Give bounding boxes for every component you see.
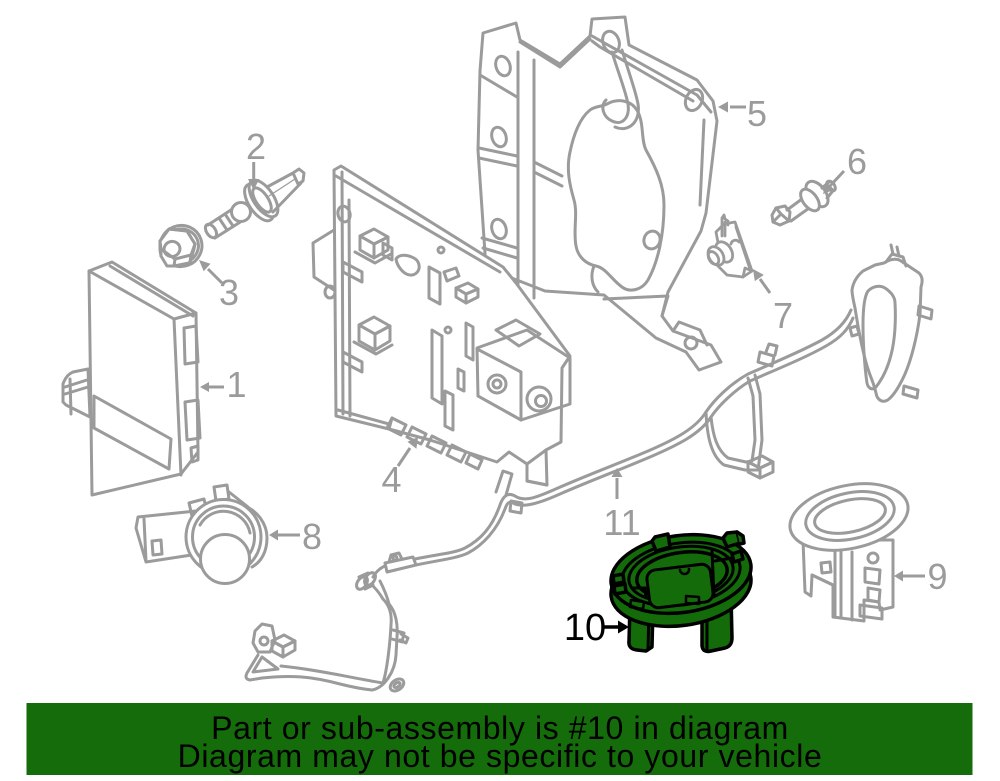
svg-text:3: 3: [219, 272, 239, 313]
svg-text:8: 8: [302, 516, 322, 557]
svg-text:2: 2: [246, 126, 266, 167]
svg-text:1: 1: [226, 364, 246, 405]
svg-text:4: 4: [381, 459, 401, 500]
svg-text:7: 7: [773, 295, 793, 336]
svg-text:6: 6: [847, 141, 867, 182]
svg-text:Part or sub-assembly is #10 in: Part or sub-assembly is #10 in diagram: [211, 710, 789, 746]
svg-text:10: 10: [564, 607, 606, 649]
svg-text:11: 11: [603, 502, 640, 543]
svg-text:9: 9: [927, 556, 947, 597]
svg-text:Diagram may not be specific to: Diagram may not be specific to your vehi…: [178, 738, 823, 774]
svg-text:5: 5: [747, 93, 767, 134]
